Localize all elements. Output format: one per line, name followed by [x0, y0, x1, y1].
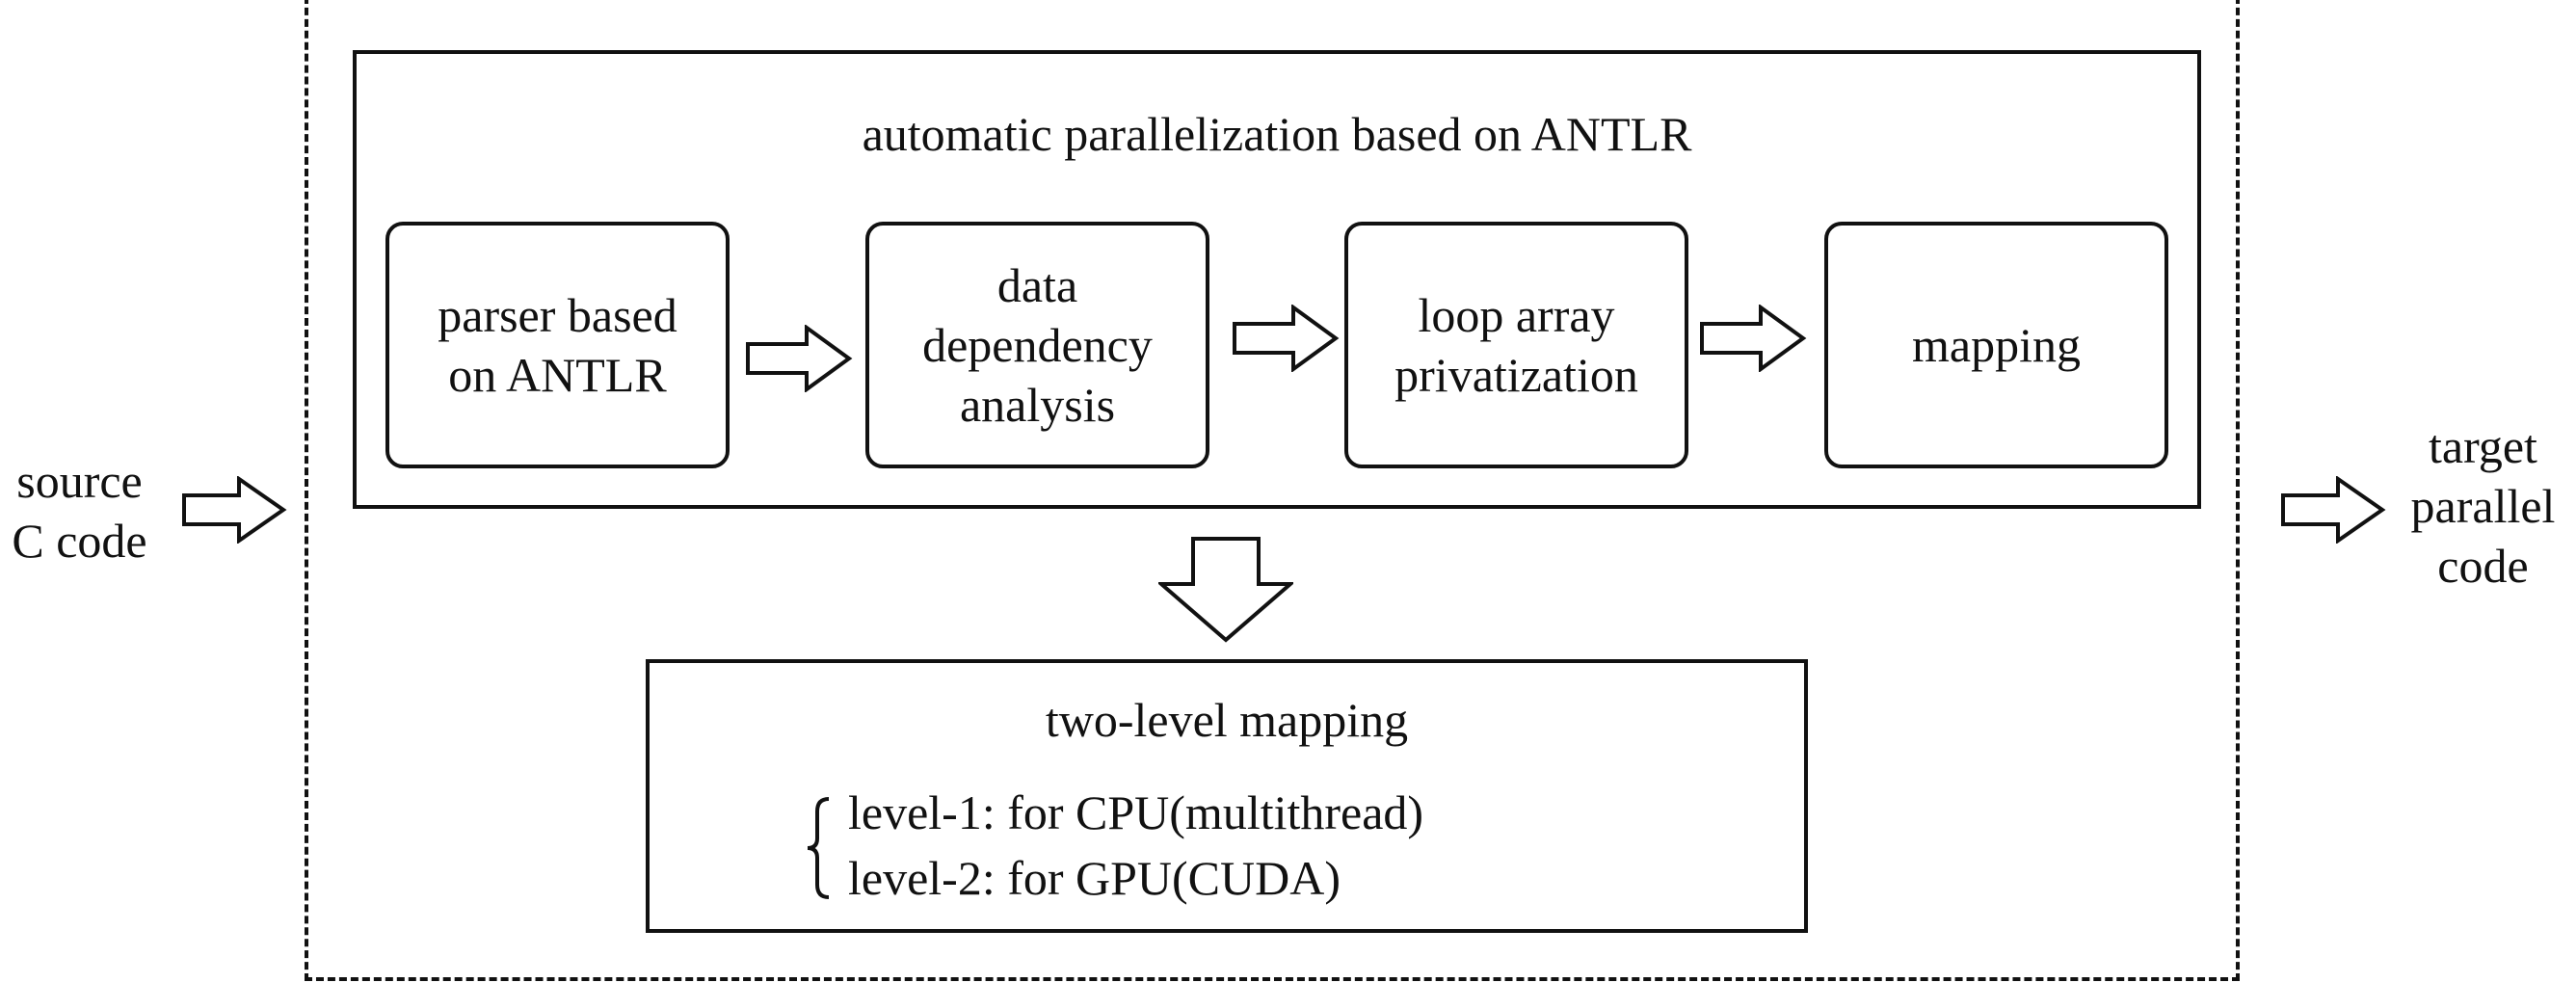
- system-boundary: [305, 0, 2240, 981]
- level-1-text: level-1: for CPU(multithread): [848, 785, 1424, 839]
- two-level-mapping-title: two-level mapping: [1045, 693, 1409, 747]
- stage-parser: parser based on ANTLR: [385, 222, 730, 468]
- stage-parser-line1: parser based: [438, 288, 677, 342]
- antlr-box-title: automatic parallelization based on ANTLR: [862, 107, 1692, 161]
- stage-data-dependency: data dependency analysis: [865, 222, 1209, 468]
- output-arrow: [2280, 476, 2386, 544]
- arrow-down-to-two-level-mapping: [1158, 536, 1293, 644]
- stage-privatization-line1: loop array: [1418, 288, 1615, 342]
- stage-parser-line2: on ANTLR: [448, 348, 667, 402]
- input-arrow: [181, 476, 287, 544]
- arrow-dependency-to-privatization: [1232, 305, 1340, 372]
- stage-mapping-line1: mapping: [1912, 318, 2081, 372]
- two-level-mapping-box: [646, 659, 1808, 933]
- target-label-line1: target: [2429, 419, 2537, 473]
- level-brace: [804, 796, 833, 900]
- arrow-parser-to-dependency: [745, 325, 853, 392]
- stage-dependency-line2: dependency: [922, 318, 1153, 372]
- source-label-line1: source: [16, 454, 143, 508]
- stage-mapping: mapping: [1824, 222, 2168, 468]
- stage-dependency-line3: analysis: [959, 378, 1116, 432]
- target-label-line3: code: [2437, 539, 2529, 593]
- source-label: source C code: [0, 451, 159, 571]
- stage-privatization-line2: privatization: [1394, 348, 1638, 402]
- target-label: target parallel code: [2390, 416, 2576, 596]
- target-label-line2: parallel: [2410, 479, 2556, 533]
- source-label-line2: C code: [12, 514, 147, 568]
- stage-dependency-line1: data: [996, 258, 1078, 312]
- stage-loop-array-privatization: loop array privatization: [1344, 222, 1688, 468]
- level-2-text: level-2: for GPU(CUDA): [848, 851, 1341, 905]
- arrow-privatization-to-mapping: [1699, 305, 1807, 372]
